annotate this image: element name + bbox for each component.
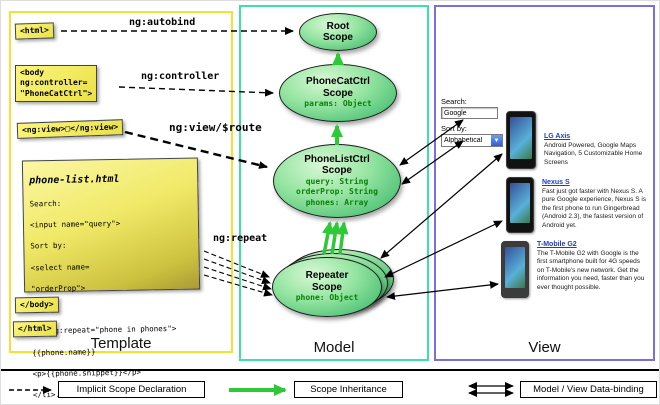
phone-screen	[505, 247, 525, 288]
phone-description: Fast just got faster with Nexus S. A pur…	[542, 188, 647, 229]
code-line: Sort by:	[30, 241, 67, 251]
phone-screen	[510, 183, 530, 223]
legend-implicit-scope: Implicit Scope Declaration	[58, 381, 205, 398]
view-search-value: Google	[444, 109, 467, 117]
scope-title: PhoneCatCtrl Scope	[306, 76, 370, 99]
code-line: <input name="query">	[29, 218, 121, 230]
phone-entry-tmobile-g2: T-Mobile G2 The T-Mobile G2 with Google …	[501, 241, 645, 298]
phone-description: Android Powered, Google Maps Navigation,…	[544, 142, 643, 166]
scope-title: Repeater Scope	[305, 270, 349, 293]
ng-autobind-label: ng:autobind	[129, 17, 196, 28]
phonecatctrl-scope-ellipse: PhoneCatCtrl Scope params: Object	[279, 64, 397, 122]
code-line: <select name=	[30, 261, 90, 272]
phonelistctrl-scope-ellipse: PhoneListCtrl Scope query: String orderP…	[273, 144, 401, 218]
repeater-scope-ellipse: Repeater Scope phone: Object	[272, 257, 382, 317]
phone-description: The T-Mobile G2 with Google is the first…	[537, 250, 645, 291]
scope-title: PhoneListCtrl Scope	[304, 153, 370, 177]
scope-property: orderProp: String	[296, 187, 378, 197]
code-line: Search:	[29, 198, 62, 209]
scope-property: phones: Array	[305, 197, 369, 207]
phone-list-template-box: phone-list.html Search: <input name="que…	[21, 157, 201, 400]
ng-repeat-label: ng:repeat	[213, 233, 268, 244]
template-column-label: Template	[90, 335, 152, 352]
ng-controller-label: ng:controller	[141, 71, 220, 82]
view-sort-select[interactable]: Alphabetical ▼	[441, 134, 503, 147]
legend-data-binding: Model / View Data-binding	[520, 381, 657, 398]
code-line: "orderProp">	[31, 283, 86, 294]
legend-scope-inheritance: Scope Inheritance	[294, 381, 403, 398]
view-column-label: View	[528, 339, 561, 356]
phone-entry-nexus-s: Nexus S Fast just got faster with Nexus …	[506, 177, 650, 233]
phone-name-link[interactable]: T-Mobile G2	[537, 241, 577, 248]
code-line: {{phone.name}}	[32, 346, 96, 358]
view-search-input[interactable]: Google	[441, 107, 498, 119]
scope-title: Root Scope	[322, 20, 353, 44]
root-scope-ellipse: Root Scope	[299, 13, 377, 51]
body-close-tag-box: </body>	[14, 296, 59, 314]
body-controller-box: <body ng:controller= "PhoneCatCtrl">	[15, 65, 98, 103]
model-column-label: Model	[313, 339, 355, 356]
phone-image	[501, 241, 529, 298]
scope-property: query: String	[305, 176, 369, 186]
phone-list-title: phone-list.html	[29, 174, 120, 187]
phone-image	[506, 111, 536, 169]
html-close-tag-box: </html>	[12, 320, 57, 338]
phone-name-link[interactable]: Nexus S	[542, 179, 570, 186]
html-open-tag-box: <html>	[14, 22, 55, 41]
phone-entry-lg-axis: LG Axis Android Powered, Google Maps Nav…	[506, 111, 652, 169]
view-search-label: Search:	[441, 97, 467, 106]
legend-divider	[1, 369, 659, 371]
ng-view-route-label: ng:view/$route	[169, 121, 262, 134]
view-sortby-label: Sort by:	[441, 124, 467, 133]
scope-property: params: Object	[304, 99, 372, 109]
view-sort-value: Alphabetical	[444, 137, 483, 144]
scope-property: phone: Object	[295, 293, 359, 303]
phone-name-link[interactable]: LG Axis	[544, 133, 571, 140]
dropdown-arrow-icon: ▼	[491, 135, 502, 146]
phone-image	[506, 177, 534, 233]
phone-screen	[510, 117, 532, 159]
